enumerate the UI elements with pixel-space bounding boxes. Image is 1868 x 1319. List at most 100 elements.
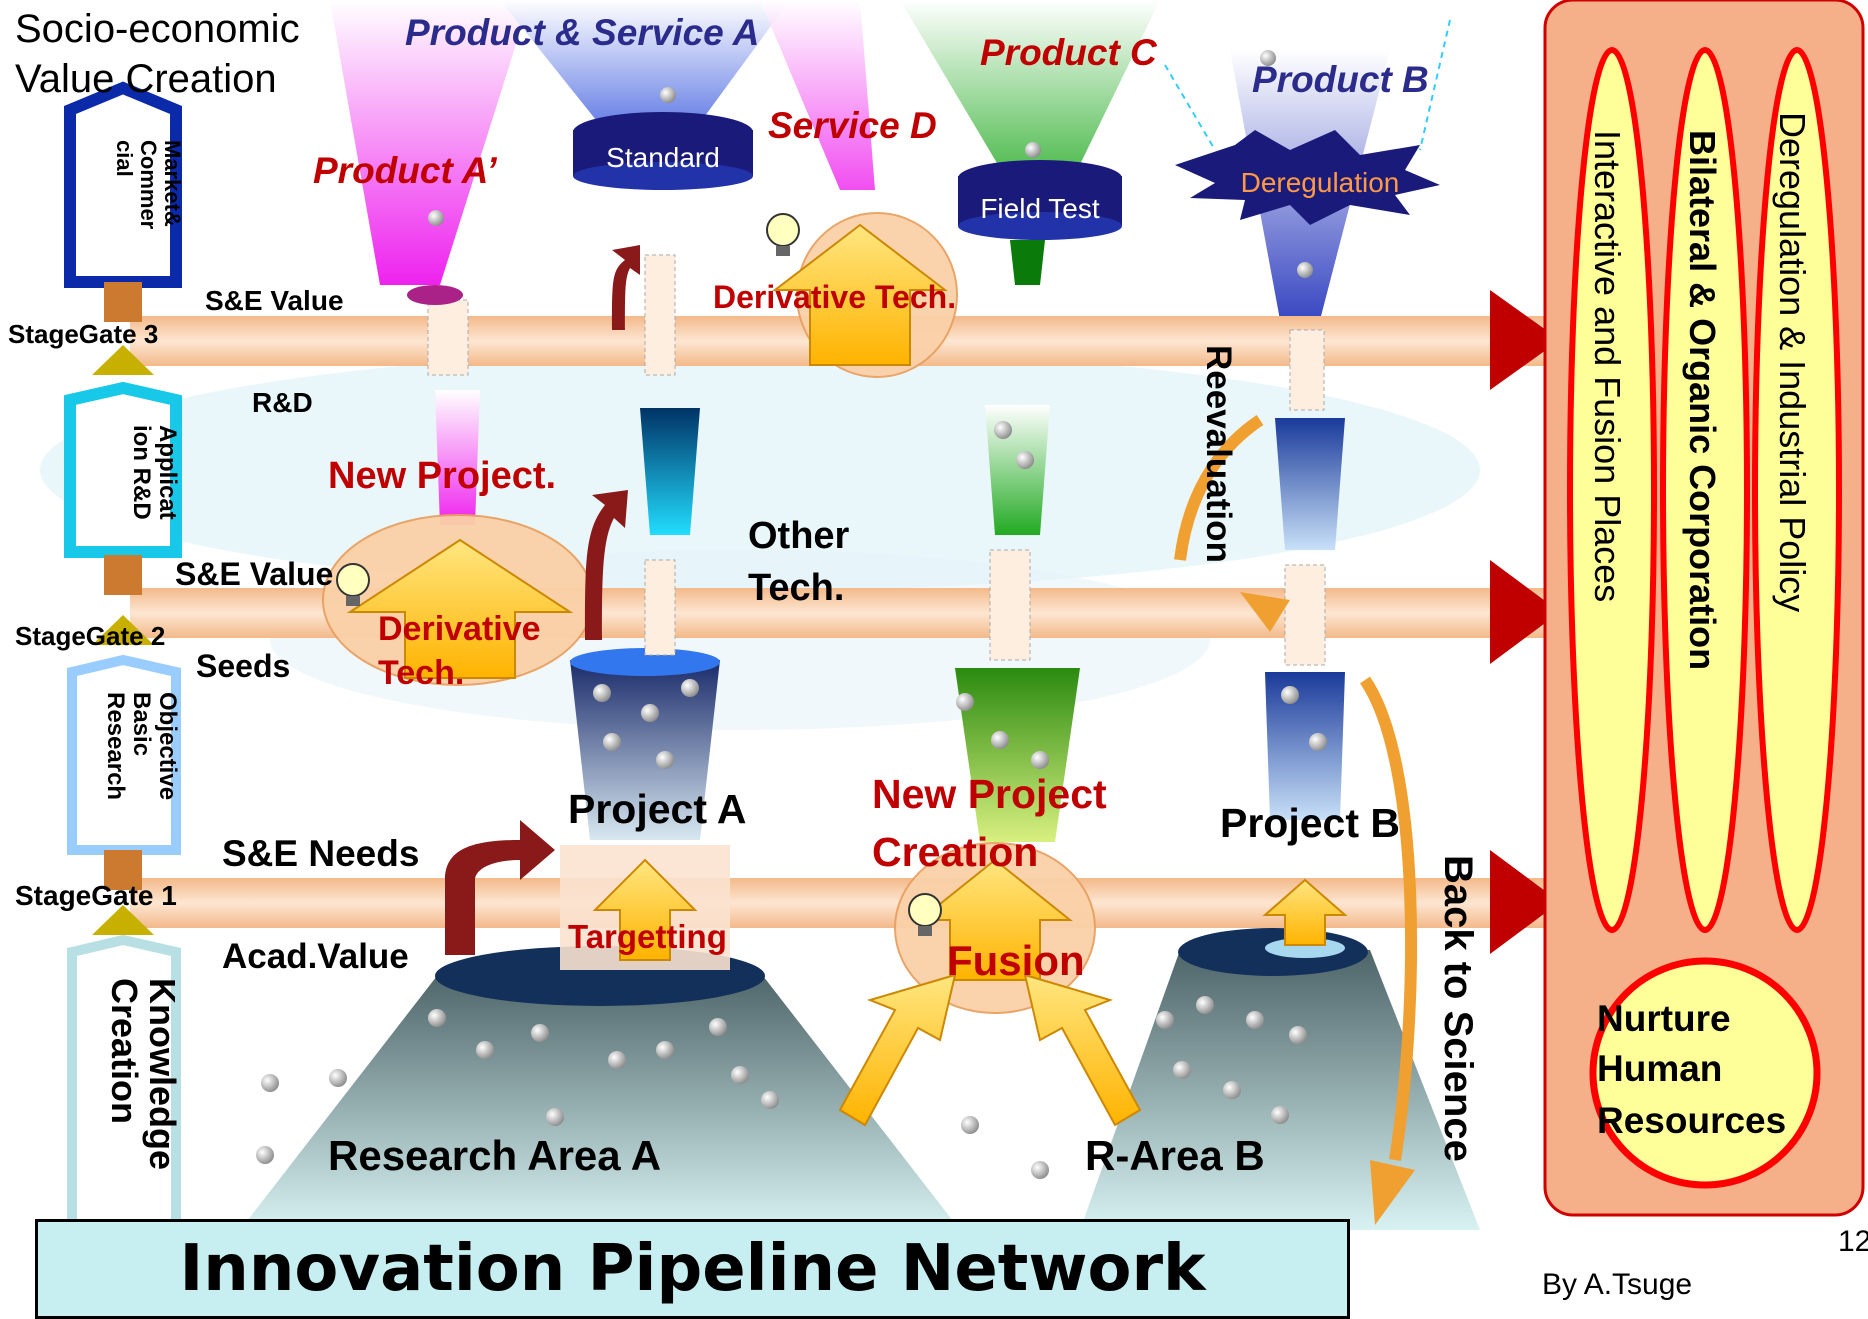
heading: Socio-economic Value Creation	[15, 4, 300, 104]
stage-objective-label: ObjectiveBasicResearch	[102, 692, 181, 800]
acad-value-label: Acad.Value	[222, 937, 409, 976]
stage-knowledge-shape	[67, 934, 181, 1230]
new-project-label: New Project.	[328, 455, 556, 497]
seeds-label: Seeds	[196, 648, 290, 684]
gate-3-arrow	[92, 345, 154, 375]
deregulation-label: Deregulation	[1241, 167, 1400, 198]
reevaluation-arrow	[1174, 415, 1264, 561]
band-tip-3	[1490, 290, 1560, 390]
research-area-a-mountain	[240, 972, 960, 1230]
project-b-upper-cup	[1275, 418, 1345, 550]
footer-title-box: Innovation Pipeline Network	[35, 1219, 1350, 1319]
beam-product-c	[900, 0, 1160, 185]
beam-product-a-prime	[330, 0, 530, 285]
targetting-arrow	[592, 858, 698, 961]
rnd-label: R&D	[252, 387, 313, 418]
deregulation-burst	[1175, 130, 1440, 225]
project-c-upper-cup	[985, 405, 1050, 535]
stage-application-shape	[64, 381, 182, 558]
pipe-a-mid	[644, 559, 676, 656]
back-to-science-arrowhead	[1370, 1160, 1415, 1225]
field-test-disc-bottom	[958, 212, 1122, 240]
curved-arrow-a-mid	[585, 490, 628, 640]
field-test-label: Field Test	[980, 193, 1100, 224]
new-project-cup	[435, 390, 480, 525]
band-tip-1	[1490, 850, 1560, 954]
service-d-label: Service D	[768, 105, 937, 146]
fusion-label: Fusion	[947, 937, 1085, 984]
derivative-tech-top-label: Derivative Tech.	[713, 279, 956, 315]
stage-application-label: Application R&D	[128, 425, 181, 520]
se-value-mid-label: S&E Value	[175, 556, 333, 592]
product-c-label: Product C	[980, 32, 1158, 73]
right-oval-3	[1752, 47, 1842, 933]
se-value-top-label: S&E Value	[205, 285, 344, 316]
lightbulb-icon	[336, 563, 370, 606]
knowledge-balls	[256, 50, 1327, 1179]
product-b-guide	[1419, 19, 1451, 151]
targetting-label: Targetting	[568, 918, 727, 955]
r-area-b-mountain	[1080, 950, 1480, 1230]
stagegate-1-label: StageGate 1	[15, 880, 177, 911]
derivative-tech-top-arrow	[772, 223, 948, 366]
r-area-b-label: R-Area B	[1085, 1132, 1265, 1179]
right-oval-1	[1567, 47, 1657, 933]
pipe-a-upper	[644, 254, 676, 376]
reevaluation-label: Reevaluation	[1199, 345, 1238, 563]
lightbulb-icon	[766, 213, 800, 256]
connector-3	[104, 282, 142, 322]
back-to-science-arrow	[1360, 676, 1418, 1161]
stagegate-3-label: StageGate 3	[8, 319, 158, 349]
pipe-b-mid	[1284, 564, 1326, 666]
gate-2-arrow	[92, 615, 154, 645]
byline: By A.Tsuge	[1542, 1268, 1693, 1301]
stagegate-2-label: StageGate 2	[15, 621, 165, 651]
project-c-cup	[955, 668, 1080, 842]
stage-market-shape	[64, 81, 182, 288]
fusion-right-arrow	[1023, 973, 1142, 1127]
lightbulb-icon	[908, 893, 942, 936]
footer-title: Innovation Pipeline Network	[179, 1232, 1206, 1306]
product-a-prime-label: Product A’	[313, 150, 497, 191]
beam-product-a	[500, 0, 790, 150]
page-number: 12	[1838, 1225, 1868, 1258]
project-a-label: Project A	[568, 786, 746, 832]
fusion-arrow	[917, 858, 1073, 981]
standard-disc-bottom	[573, 162, 753, 190]
derivative-tech-left-arrow	[346, 538, 574, 679]
back-to-science-label: Back to Science	[1436, 855, 1480, 1162]
fusion-left-arrow	[838, 973, 957, 1127]
right-oval-2	[1660, 47, 1750, 933]
pipe-c-mid	[989, 549, 1031, 661]
connector-1	[104, 850, 142, 890]
se-needs-label: S&E Needs	[222, 833, 419, 874]
right-col3-label: Deregulation & Industrial Policy	[1772, 112, 1813, 612]
beam-service-d	[760, 0, 875, 190]
curved-arrow-acad	[445, 820, 555, 955]
project-a-cup	[570, 660, 720, 840]
research-area-a-label: Research Area A	[328, 1132, 661, 1179]
project-a-rim	[570, 648, 720, 676]
project-b-arrow	[1262, 878, 1348, 946]
nurture-circle	[1589, 957, 1821, 1189]
product-a-prime-disc	[407, 285, 463, 305]
heading-line2: Value Creation	[15, 57, 277, 101]
project-b-label: Project B	[1220, 800, 1400, 846]
project-a-upper-cup	[640, 408, 700, 535]
product-service-a-label: Product & Service A	[405, 12, 759, 53]
product-b-label: Product B	[1252, 59, 1429, 100]
right-col1-label: Interactive and Fusion Places	[1587, 130, 1628, 602]
pipe-a-prime	[427, 299, 469, 376]
stage-objective-shape	[67, 654, 181, 855]
heading-line1: Socio-economic	[15, 7, 300, 51]
standard-label: Standard	[606, 142, 720, 173]
stage-knowledge-label: KnowledgeCreation	[104, 978, 183, 1170]
connector-2	[104, 555, 142, 595]
pipe-b-upper	[1289, 329, 1325, 411]
band-stagegate-1	[130, 878, 1560, 928]
